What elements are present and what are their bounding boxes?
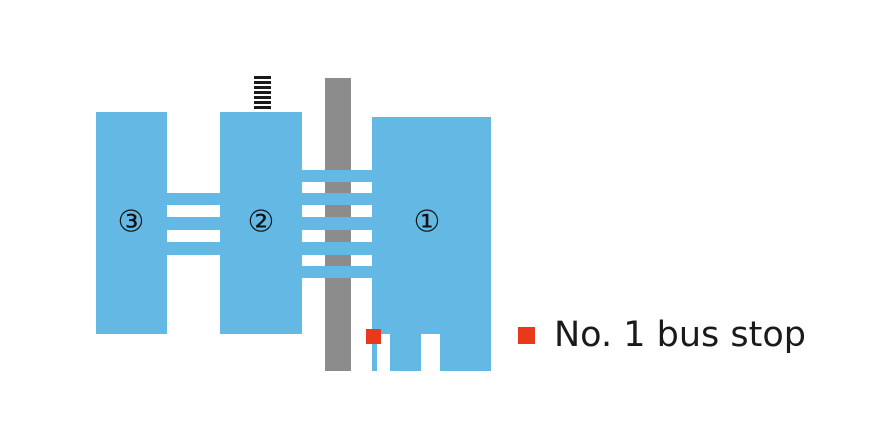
- walkway-3-2: [167, 193, 220, 255]
- walkway-2-1: [302, 170, 372, 278]
- building-label-3: ③: [118, 205, 145, 240]
- bus-stop-marker[interactable]: [366, 329, 381, 344]
- building-label-2: ②: [248, 205, 275, 240]
- building-1[interactable]: [372, 117, 491, 371]
- building-2[interactable]: [220, 112, 302, 334]
- building-3[interactable]: [96, 112, 167, 334]
- stairs-icon: [254, 76, 271, 109]
- legend: No. 1 bus stop: [518, 312, 806, 358]
- red-square-icon: [518, 326, 535, 344]
- legend-bus-stop-label: No. 1 bus stop: [554, 315, 806, 355]
- building-label-1: ①: [414, 205, 441, 240]
